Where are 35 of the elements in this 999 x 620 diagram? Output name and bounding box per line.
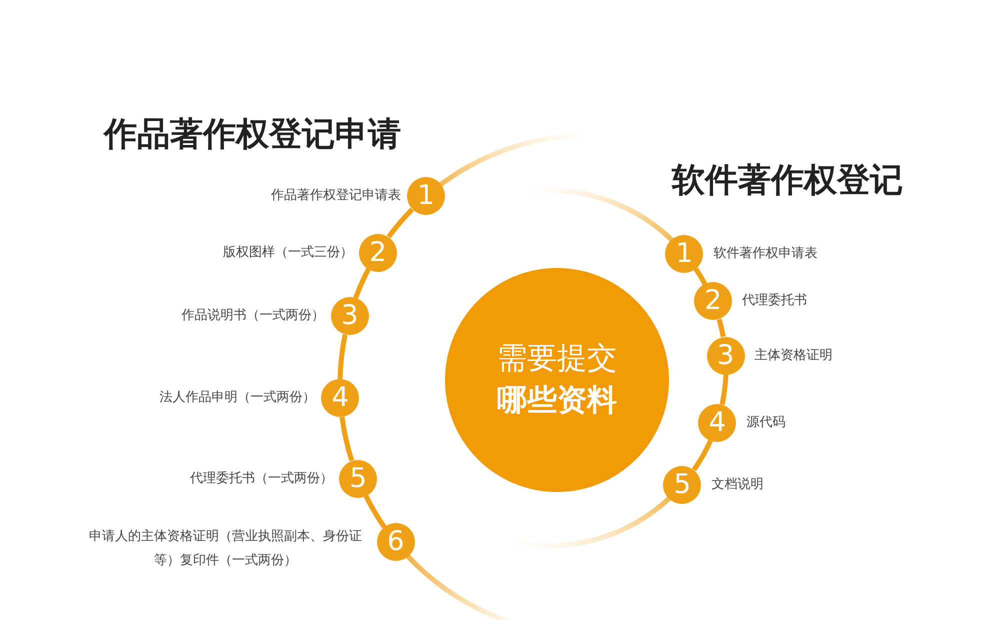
arc-connector [720, 374, 728, 406]
number-circle: 5 [339, 460, 378, 498]
arc-connector [353, 268, 371, 299]
item-text: 软件著作权申请表 [713, 244, 818, 263]
arc-connector [716, 318, 726, 338]
arc-connector [692, 440, 713, 472]
number-circle: 1 [406, 177, 445, 216]
number-circle: 6 [376, 523, 415, 562]
arc-connector [694, 267, 708, 286]
item-text: 代理委托书（一式两份） [190, 470, 334, 488]
item-text: 申请人的主体资格证明（营业执照副本、身份证等）复印件（一式两份） [88, 528, 364, 570]
arc-connector [340, 416, 354, 462]
number-circle: 5 [663, 466, 702, 504]
item-text: 作品说明书（一式两份） [182, 307, 325, 326]
section-heading: 作品著作权登记申请 [104, 113, 401, 155]
arc-connector [338, 334, 348, 380]
item-text: 源代码 [746, 414, 786, 432]
number-circle: 3 [706, 336, 745, 375]
item-text: 主体资格证明 [754, 346, 833, 365]
section-heading: 软件著作权登记 [672, 159, 903, 201]
number-circle: 3 [330, 297, 369, 336]
item-text: 作品著作权登记申请表 [270, 187, 401, 206]
arc-connector [386, 208, 414, 238]
number-circle: 2 [358, 234, 397, 272]
item-text: 版权图样（一式三份） [222, 244, 353, 262]
number-circle: 2 [694, 282, 732, 320]
item-text: 文档说明 [711, 476, 764, 494]
number-circle: 4 [698, 404, 736, 442]
number-circle: 1 [665, 234, 704, 273]
item-text: 代理委托书 [742, 292, 808, 310]
arc-connector [364, 494, 386, 528]
center-text: 哪些资料 [497, 382, 617, 420]
center-text: 需要提交 [497, 340, 617, 378]
number-circle: 4 [321, 379, 360, 418]
item-text: 法人作品申明（一式两份） [159, 389, 316, 408]
